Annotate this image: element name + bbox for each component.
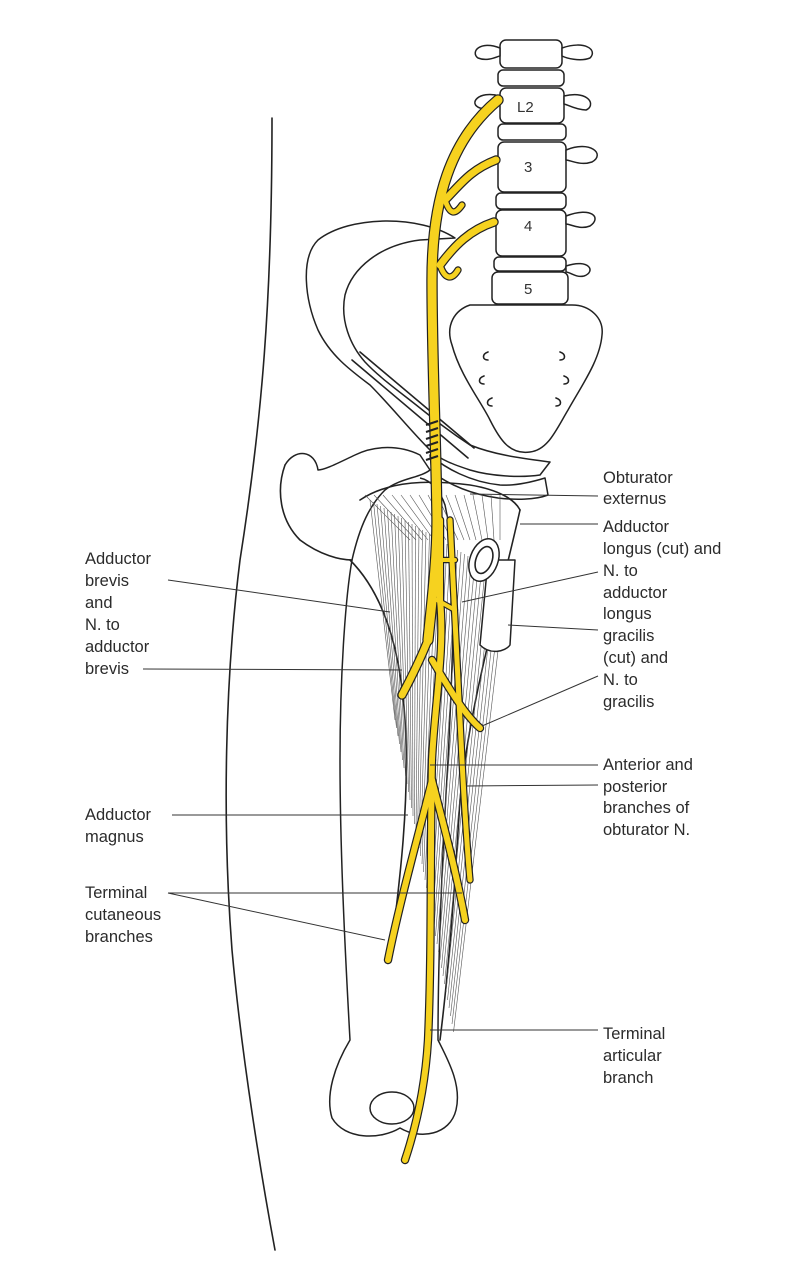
thigh-outline: [225, 117, 276, 1251]
label-terminal-cutaneous: Terminal cutaneous branches: [85, 884, 161, 946]
lumbar-spine: L2 3 4 5: [449, 39, 603, 454]
muscle-fiber: [400, 494, 435, 541]
svg-text:articular: articular: [603, 1047, 662, 1065]
label-gracilis: gracilis (cut) and N. to gracilis: [603, 627, 668, 711]
svg-text:brevis: brevis: [85, 572, 129, 590]
nerve-nerve-continuation: [402, 757, 435, 1163]
svg-text:posterior: posterior: [603, 778, 668, 796]
muscle-fiber: [397, 515, 408, 785]
muscle-fiber: [364, 494, 411, 541]
vertebra-label-5: 5: [524, 281, 532, 298]
svg-text:(cut) and: (cut) and: [603, 649, 668, 667]
svg-text:adductor: adductor: [603, 584, 668, 602]
obturator-nerve: [383, 94, 504, 1165]
muscle-fiber: [391, 494, 429, 541]
muscle-fiber: [383, 507, 402, 753]
svg-text:brevis: brevis: [85, 660, 129, 678]
gracilis-cut: [479, 559, 516, 653]
muscle-fiber: [369, 499, 396, 721]
femur: [284, 446, 459, 1137]
muscle-fiber: [373, 501, 397, 729]
svg-text:adductor: adductor: [85, 638, 150, 656]
muscle-fiber: [415, 527, 420, 833]
femoral-condyle: [369, 1091, 415, 1125]
nerve-root-l3-loop: [442, 197, 465, 215]
nerve-cutaneous-branch-1: [385, 777, 435, 963]
muscle-fiber: [418, 531, 427, 849]
nerve-root-l4-loop: [437, 262, 461, 280]
muscle-fiber: [404, 519, 411, 801]
svg-text:Adductor: Adductor: [85, 550, 152, 568]
svg-text:gracilis: gracilis: [603, 627, 654, 645]
svg-text:Adductor: Adductor: [85, 806, 152, 824]
muscle-fiber: [436, 555, 469, 945]
svg-text:branches of: branches of: [603, 799, 690, 817]
svg-text:branch: branch: [603, 1069, 653, 1087]
muscle-fiber: [401, 517, 409, 793]
leader-lines: [142, 493, 599, 1031]
svg-text:Adductor: Adductor: [603, 518, 670, 536]
svg-text:Terminal: Terminal: [85, 884, 147, 902]
svg-text:N. to: N. to: [85, 616, 120, 634]
muscle-fiber: [481, 494, 489, 541]
muscle-fiber: [390, 511, 405, 769]
muscle-fiber: [408, 521, 412, 809]
muscle-fiber: [453, 577, 507, 1033]
muscle-fiber: [435, 553, 465, 937]
muscle-fiber: [438, 557, 472, 953]
muscle-fiber: [380, 505, 400, 745]
muscle-fiber: [445, 494, 465, 541]
svg-text:magnus: magnus: [85, 828, 144, 846]
nerve-root-l4: [436, 218, 498, 269]
muscle-fiber: [376, 503, 399, 737]
inguinal-ligament: [351, 351, 475, 459]
label-anterior-posterior-branches: Anterior and posterior branches of obtur…: [603, 756, 693, 839]
obturator-canal: [425, 420, 439, 461]
muscle-fiber: [382, 494, 423, 541]
svg-text:externus: externus: [603, 490, 666, 508]
svg-text:longus (cut) and: longus (cut) and: [603, 540, 721, 558]
muscle-fiber: [394, 513, 406, 777]
label-adductor-longus: Adductor longus (cut) and N. to adductor…: [603, 518, 721, 623]
svg-text:Anterior and: Anterior and: [603, 756, 693, 774]
svg-text:Obturator: Obturator: [603, 469, 673, 487]
vertebra-label-l2: L2: [517, 99, 534, 116]
nerve-cutaneous-branch-2: [429, 777, 468, 923]
label-obturator-externus: Obturator externus: [603, 469, 673, 508]
vertebra-label-3: 3: [524, 159, 532, 176]
svg-text:N. to: N. to: [603, 671, 638, 689]
svg-text:gracilis: gracilis: [603, 693, 654, 711]
svg-text:N. to: N. to: [603, 562, 638, 580]
sacrum: [449, 304, 603, 454]
svg-text:obturator N.: obturator N.: [603, 821, 690, 839]
nerve-main-trunk: [423, 95, 503, 645]
svg-text:Terminal: Terminal: [603, 1025, 665, 1043]
muscle-fiber: [373, 494, 417, 541]
nerve-anterior-branch: [398, 636, 432, 699]
muscle-fiber: [454, 494, 471, 541]
nerve-root-l3: [441, 156, 500, 204]
muscle-fiber: [463, 494, 477, 541]
label-terminal-articular: Terminal articular branch: [603, 1025, 665, 1087]
svg-text:longus: longus: [603, 605, 652, 623]
muscle-fiber: [490, 494, 495, 541]
label-adductor-brevis: Adductor brevis and N. to adductor brevi…: [85, 550, 152, 678]
label-adductor-magnus: Adductor magnus: [85, 806, 152, 846]
muscle-fiber: [387, 509, 403, 761]
vertebra-label-4: 4: [524, 218, 532, 235]
muscle-fiber: [417, 529, 423, 841]
svg-text:and: and: [85, 594, 113, 612]
svg-text:cutaneous: cutaneous: [85, 906, 161, 924]
svg-text:branches: branches: [85, 928, 153, 946]
muscle-fiber: [472, 494, 483, 541]
nerve-posterior-to-magnus: [447, 517, 473, 883]
